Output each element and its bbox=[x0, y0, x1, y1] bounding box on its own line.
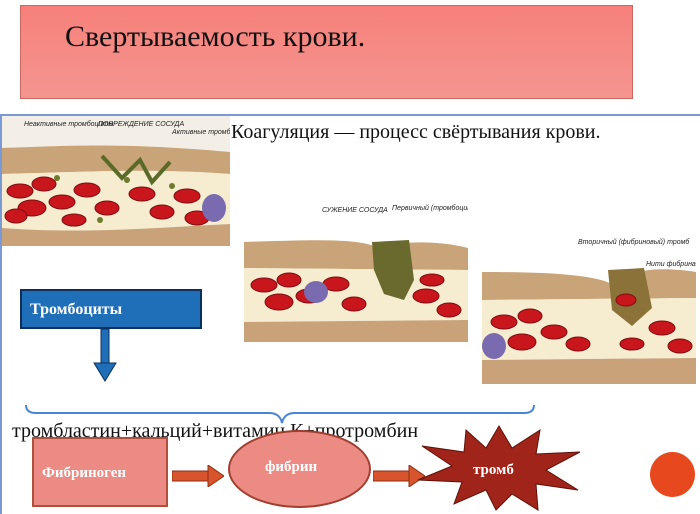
left-border bbox=[0, 116, 2, 514]
primary-thrombus-illustration: СУЖЕНИЕ СОСУДА Первичный (тромбоцитарный… bbox=[244, 200, 468, 342]
coagulation-definition: Коагуляция — процесс свёртывания крови. bbox=[231, 121, 601, 143]
divider-line bbox=[0, 114, 700, 116]
arrow-right-icon bbox=[172, 465, 224, 487]
title-banner: Свертываемость крови. bbox=[20, 5, 633, 99]
decorative-circle bbox=[650, 452, 695, 497]
label-vessel-narrowing: СУЖЕНИЕ СОСУДА bbox=[322, 207, 388, 214]
page-title: Свертываемость крови. bbox=[65, 20, 366, 53]
arrow-right-icon bbox=[373, 465, 425, 487]
fibrin-label: фибрин bbox=[265, 459, 318, 475]
vessel-damage-illustration: Неактивные тромбоциты ПОВРЕЖДЕНИЕ СОСУДА… bbox=[2, 116, 230, 246]
fibrinogen-box: Фибриноген bbox=[32, 437, 168, 507]
fibrinogen-label: Фибриноген bbox=[42, 465, 127, 481]
down-arrow-icon bbox=[93, 329, 117, 382]
platelets-box: Тромбоциты bbox=[20, 289, 202, 329]
thrombus-label: тромб bbox=[473, 462, 514, 478]
label-primary-thrombus: Первичный (тромбоцитарный) тромб bbox=[392, 204, 468, 212]
label-secondary-thrombus: Вторичный (фибриновый) тромб bbox=[578, 238, 690, 246]
label-vessel-damage: ПОВРЕЖДЕНИЕ СОСУДА bbox=[98, 121, 184, 128]
secondary-thrombus-illustration: Вторичный (фибриновый) тромб Нити фибрин… bbox=[482, 236, 696, 384]
platelets-label: Тромбоциты bbox=[30, 301, 123, 318]
label-active-platelets: Активные тромбоциты bbox=[171, 128, 230, 136]
brace-icon bbox=[25, 404, 535, 424]
thrombus-burst-icon bbox=[417, 425, 581, 511]
label-inactive-platelets: Неактивные тромбоциты bbox=[24, 120, 114, 128]
label-fibrin-threads: Нити фибрина bbox=[646, 260, 696, 268]
fibrin-ellipse: фибрин bbox=[228, 430, 371, 508]
